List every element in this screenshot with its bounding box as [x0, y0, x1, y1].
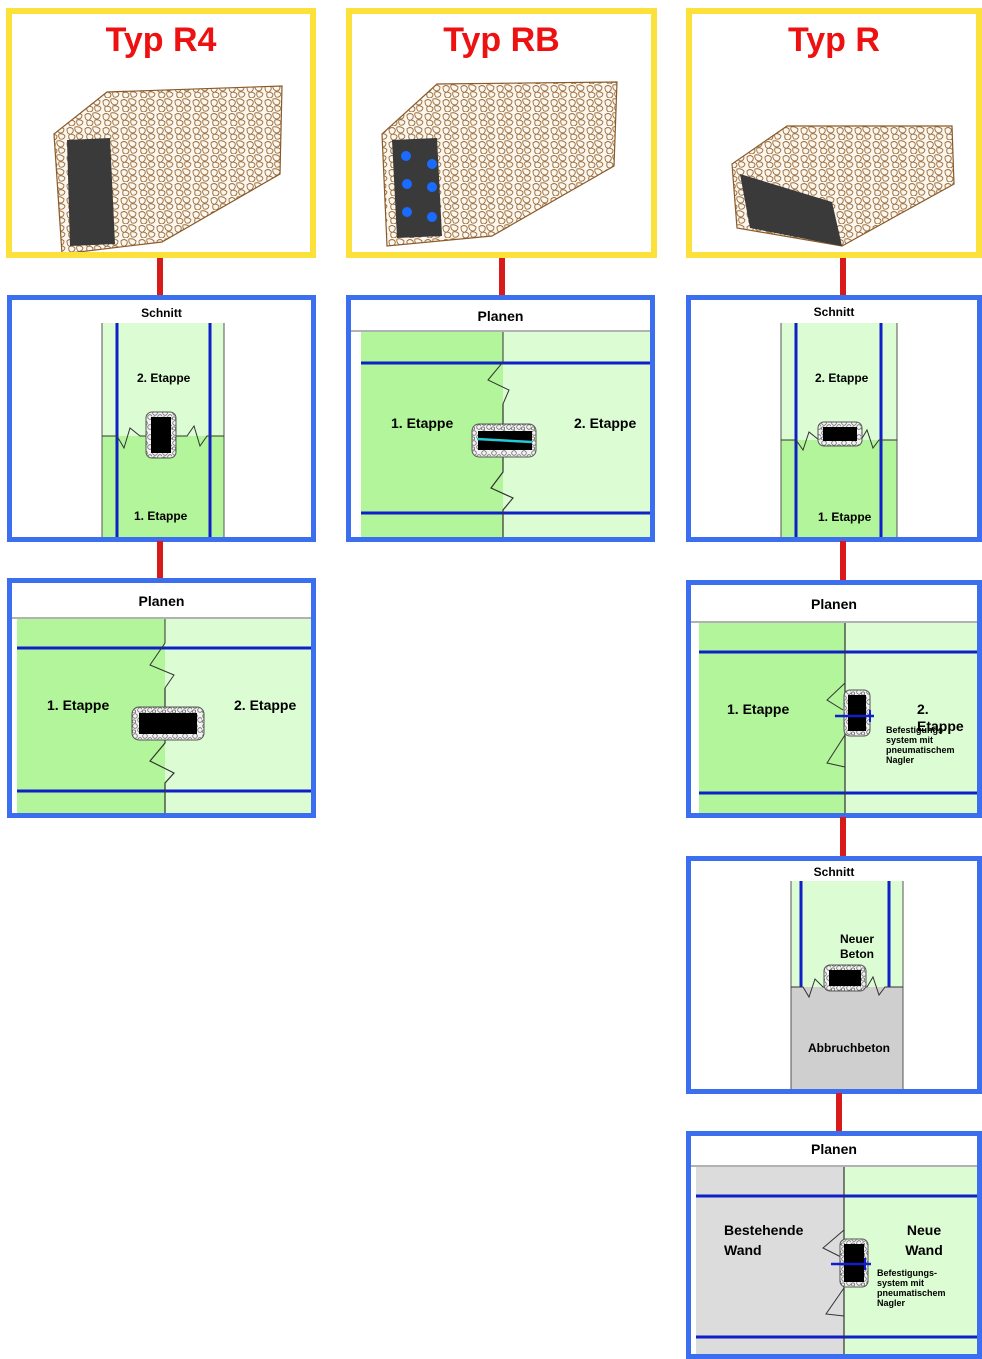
r-planen-1-panel: Planen 1. Etappe 2. Etappe Befestigungs-…	[686, 580, 982, 818]
panel-title: Planen	[477, 308, 524, 324]
r-plan-drawing	[691, 621, 977, 813]
stage-1-label: 1. Etappe	[818, 510, 872, 524]
stage-2-label: 2. Etappe	[234, 697, 297, 713]
new-wall-label: Neue Wand	[905, 1222, 943, 1258]
panel-title: Schnitt	[813, 305, 855, 319]
r-wall-plan-drawing	[691, 1165, 977, 1354]
r-schnitt-1-panel: Schnitt 2. Etappe 1. Etappe	[686, 295, 982, 542]
r-section-drawing	[780, 323, 898, 537]
r-demolition-section-drawing	[790, 881, 904, 1089]
connector-line	[840, 817, 846, 858]
stage-2-label: 2. Etappe	[574, 415, 637, 431]
connector-line	[840, 258, 846, 296]
fastener-label: Befestigungs- system mit pneumatischem N…	[877, 1268, 946, 1308]
rb-plan-drawing	[351, 330, 650, 537]
r-schnitt-2-panel: Schnitt Neuer Beton Abbruchbeton	[686, 856, 982, 1094]
typ-r4-panel: Typ R4	[6, 8, 316, 258]
new-concrete-label: Neuer Beton	[839, 932, 874, 961]
connector-line	[499, 258, 505, 296]
waterstop-block-rb-illustration	[381, 81, 618, 247]
stage-1-label: 1. Etappe	[727, 701, 790, 717]
r4-plan-drawing	[12, 617, 311, 813]
typ-r-panel: Typ R	[686, 8, 982, 258]
fastener-label: Befestigungs- system mit pneumatischem N…	[886, 725, 955, 765]
r-planen-2-panel: Planen Bestehende Wand Neue Wand Befesti…	[686, 1131, 982, 1359]
panel-title: Schnitt	[813, 865, 855, 879]
panel-title: Planen	[811, 596, 857, 612]
r4-schnitt-panel: Schnitt 2. Etappe 1. Etappe	[7, 295, 316, 542]
connector-line	[840, 541, 846, 581]
type-title: Typ R	[788, 21, 880, 59]
typ-rb-panel: Typ RB	[346, 8, 657, 258]
r4-planen-panel: Planen 1. Etappe 2. Etappe	[7, 578, 316, 818]
panel-title: Planen	[811, 1141, 857, 1157]
r4-section-drawing	[101, 323, 225, 537]
waterstop-block-r-illustration	[731, 125, 955, 247]
connector-line	[836, 1093, 842, 1133]
connector-line	[157, 541, 163, 579]
type-title: Typ R4	[105, 21, 217, 59]
stage-2-label: 2. Etappe	[917, 701, 964, 734]
panel-title: Schnitt	[141, 306, 182, 320]
existing-wall-label: Bestehende Wand	[724, 1222, 804, 1258]
stage-1-label: 1. Etappe	[134, 509, 188, 523]
type-title: Typ RB	[443, 21, 560, 59]
stage-1-label: 1. Etappe	[47, 697, 110, 713]
stage-2-label: 2. Etappe	[815, 371, 869, 385]
rb-planen-panel: Planen 1. Etappe 2. Etappe	[346, 295, 655, 542]
demolition-concrete-label: Abbruchbeton	[808, 1041, 890, 1055]
waterstop-block-r4-illustration	[53, 85, 283, 252]
stage-1-label: 1. Etappe	[391, 415, 454, 431]
panel-title: Planen	[138, 593, 185, 609]
stage-2-label: 2. Etappe	[137, 371, 191, 385]
connector-line	[157, 258, 163, 296]
